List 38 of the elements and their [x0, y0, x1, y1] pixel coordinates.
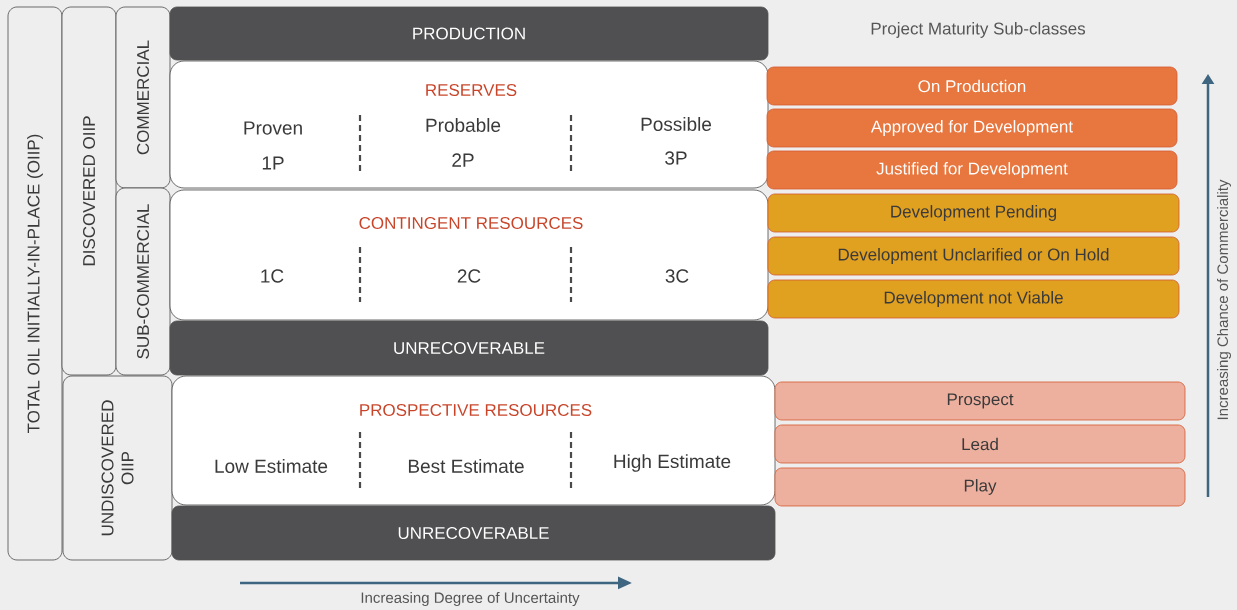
- sub-class-bar: Development not Viable: [767, 279, 1180, 319]
- column-label: 1P: [262, 156, 284, 170]
- column-label: 1C: [261, 269, 284, 283]
- column-label: 2C: [457, 269, 481, 283]
- category-box: TOTAL OIL INITIALLY-IN-PLACE (OIIP): [7, 6, 63, 561]
- resource-panel: [169, 60, 769, 189]
- panel-heading: CONTINGENT RESOURCES: [359, 217, 583, 229]
- axis-label: Increasing Chance of Commerciality: [1217, 179, 1231, 420]
- sub-class-bar: Prospect: [774, 381, 1186, 421]
- column-label: Probable: [426, 118, 501, 132]
- column-label: 3P: [665, 151, 687, 165]
- category-box: DISCOVERED OIIP: [61, 6, 117, 376]
- category-box: SUB-COMMERCIAL: [115, 187, 171, 376]
- column-heading: Project Maturity Sub-classes: [871, 22, 1086, 38]
- sub-class-bar: Justified for Development: [766, 150, 1178, 190]
- sub-class-bar: On Production: [766, 66, 1178, 106]
- column-label: Best Estimate: [408, 459, 524, 473]
- class-bar: UNRECOVERABLE: [171, 505, 776, 561]
- column-label: Low Estimate: [215, 459, 328, 473]
- category-box: COMMERCIAL: [115, 6, 171, 189]
- column-label: Proven: [244, 121, 302, 135]
- resource-panel: [169, 189, 769, 321]
- resource-panel: [171, 375, 776, 506]
- category-box: UNDISCOVERED OIIP: [62, 375, 173, 561]
- axis-label: Increasing Degree of Uncertainty: [361, 592, 580, 606]
- sub-class-bar: Development Pending: [767, 193, 1180, 233]
- class-bar: UNRECOVERABLE: [169, 320, 769, 376]
- panel-heading: PROSPECTIVE RESOURCES: [360, 403, 592, 416]
- sub-class-bar: Play: [774, 467, 1186, 507]
- column-label: High Estimate: [614, 454, 731, 472]
- column-label: Possible: [641, 117, 712, 131]
- column-label: 2P: [452, 153, 474, 167]
- panel-heading: RESERVES: [426, 84, 517, 96]
- sub-class-bar: Lead: [774, 424, 1186, 464]
- class-bar: PRODUCTION: [169, 6, 769, 61]
- sub-class-bar: Approved for Development: [766, 108, 1178, 148]
- column-label: 3C: [665, 269, 689, 283]
- sub-class-bar: Development Unclarified or On Hold: [767, 236, 1180, 276]
